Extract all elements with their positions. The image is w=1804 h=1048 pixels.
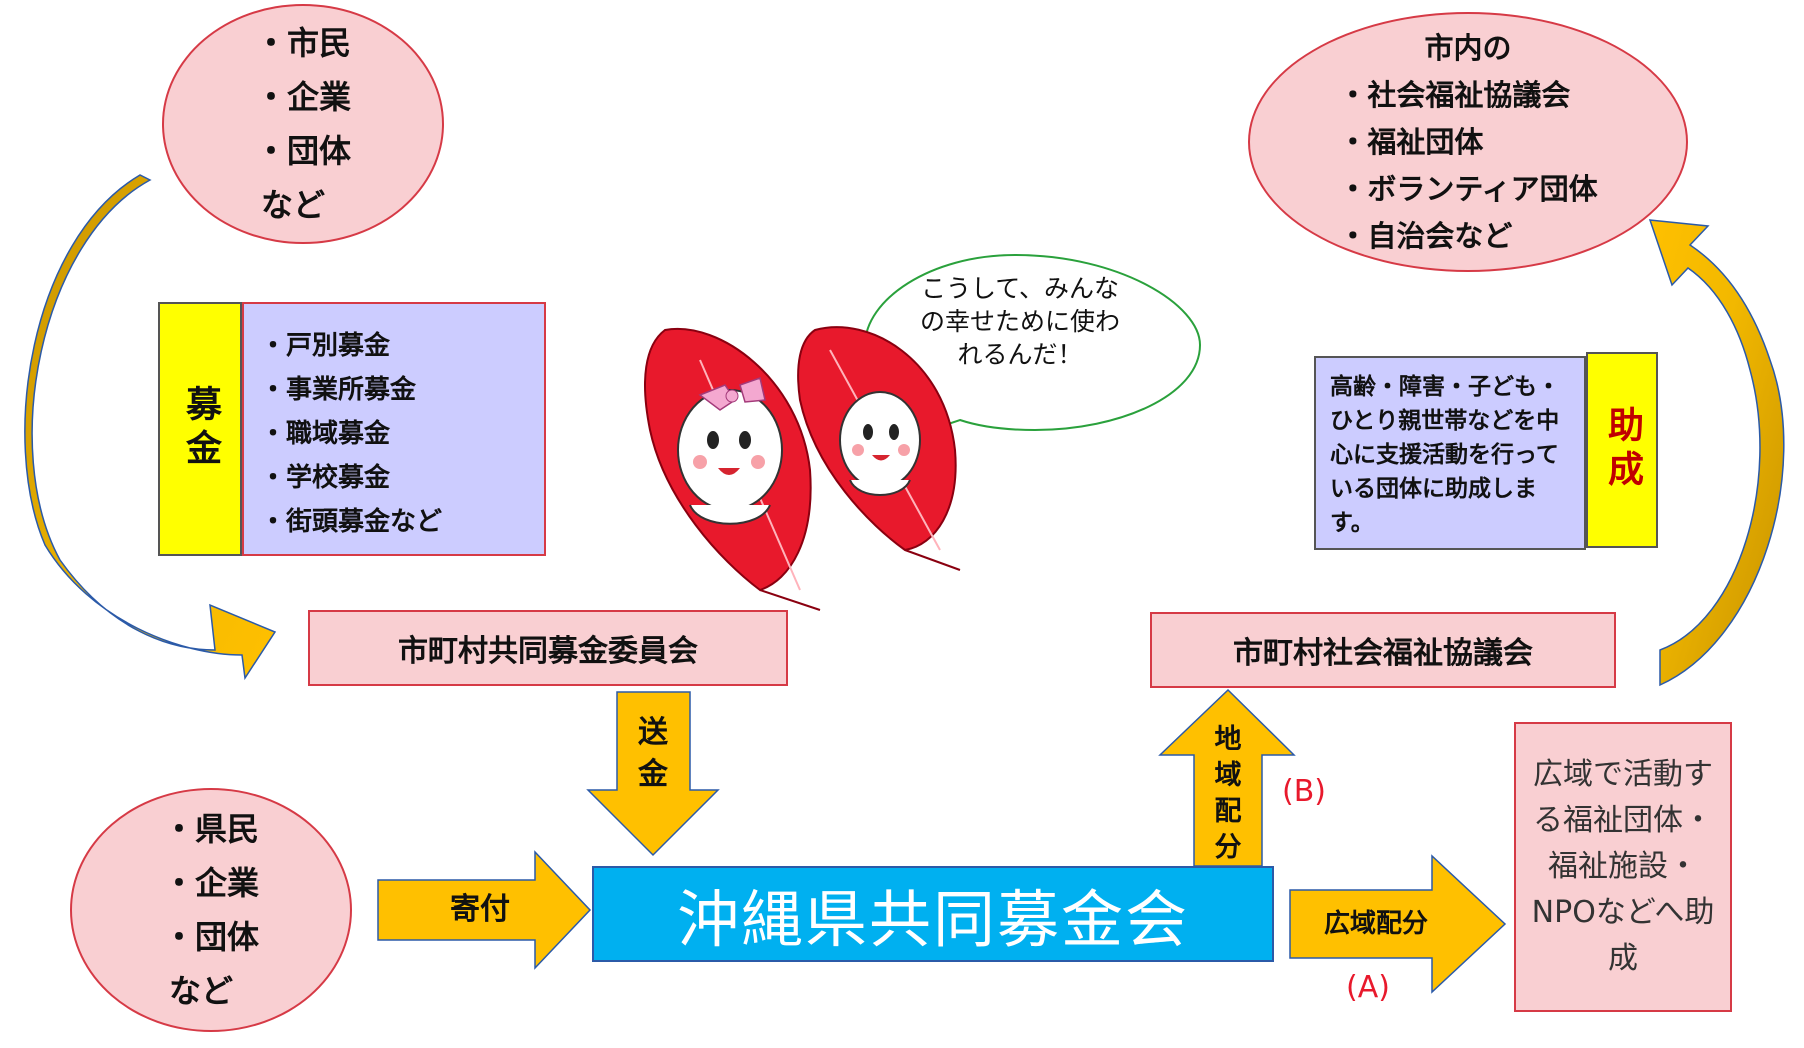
grant-label-box: 助成 — [1586, 352, 1658, 548]
donor-item: ・企業 — [254, 78, 351, 116]
fundraising-method: ・街頭募金など — [260, 507, 443, 537]
municipal-council-box: 市町村社会福祉協議会 — [1150, 612, 1616, 688]
speech-bubble-text: こうして、みんなの幸せために使われるんだ！ — [920, 274, 1121, 369]
municipal-council-label: 市町村社会福祉協議会 — [1233, 636, 1533, 671]
central-organization-label: 沖縄県共同募金会 — [676, 883, 1189, 956]
donation-arrow — [377, 850, 592, 970]
central-organization-box: 沖縄県共同募金会 — [592, 866, 1274, 962]
fundraising-method: ・職域募金 — [260, 419, 391, 449]
recipients-top-ellipse: 市内の ・社会福祉協議会 ・福祉団体 ・ボランティア団体 ・自治会など — [1248, 12, 1688, 272]
curved-arrow-right — [1648, 219, 1785, 687]
marker-a-label: (A) — [1346, 970, 1390, 1005]
wide-distribution-arrow — [1289, 854, 1507, 994]
recipient-item: ・自治会など — [1338, 218, 1513, 253]
grant-label: 助成 — [1602, 406, 1643, 494]
fundraising-method: ・学校募金 — [260, 463, 391, 493]
recipient-item: ・福祉団体 — [1338, 124, 1484, 159]
municipal-committee-label: 市町村共同募金委員会 — [398, 634, 698, 669]
fundraising-label: 募金 — [180, 385, 221, 473]
fundraising-method: ・事業所募金 — [260, 375, 417, 405]
recipients-header: 市内の — [1424, 30, 1512, 65]
donors-top-ellipse: ・市民 ・企業 ・団体 など — [162, 4, 444, 244]
fundraising-label-box: 募金 — [158, 302, 242, 556]
donor-item: ・市民 — [254, 24, 351, 62]
recipient-item: ・ボランティア団体 — [1338, 171, 1598, 206]
donor-item: など — [260, 186, 325, 224]
donor-item: ・県民 — [162, 810, 259, 848]
red-feather-mascots-icon — [644, 326, 961, 611]
grant-description: 高齢・障害・子ども・ひとり親世帯などを中心に支援活動を行っている団体に助成します… — [1330, 374, 1560, 536]
donor-item: ・団体 — [162, 918, 259, 956]
donation-label: 寄付 — [450, 892, 510, 927]
regional-distribution-label: 地域配分 — [1214, 724, 1242, 863]
donors-bottom-ellipse: ・県民 ・企業 ・団体 など — [70, 788, 352, 1032]
remittance-arrow — [586, 691, 720, 857]
remittance-label: 送金 — [638, 715, 668, 792]
fundraising-methods-box: ・戸別募金 ・事業所募金 ・職域募金 ・学校募金 ・街頭募金など — [242, 302, 546, 556]
wide-area-recipients-box: 広域で活動する福祉団体・福祉施設・NPOなどへ助成 — [1514, 722, 1732, 1012]
recipient-item: ・社会福祉協議会 — [1338, 77, 1571, 112]
wide-area-recipients-text: 広域で活動する福祉団体・福祉施設・NPOなどへ助成 — [1531, 757, 1715, 976]
marker-b-label: (B) — [1282, 774, 1326, 809]
donor-item: ・企業 — [162, 864, 259, 902]
fundraising-method: ・戸別募金 — [260, 331, 391, 361]
speech-bubble-shape — [863, 253, 1202, 436]
wide-distribution-label: 広域配分 — [1323, 909, 1428, 939]
curved-arrow-left — [24, 174, 277, 681]
grant-description-box: 高齢・障害・子ども・ひとり親世帯などを中心に支援活動を行っている団体に助成します… — [1314, 356, 1586, 550]
donor-item: など — [168, 972, 233, 1010]
donor-item: ・団体 — [254, 132, 351, 170]
municipal-committee-box: 市町村共同募金委員会 — [308, 610, 788, 686]
regional-distribution-arrow — [1158, 688, 1296, 867]
